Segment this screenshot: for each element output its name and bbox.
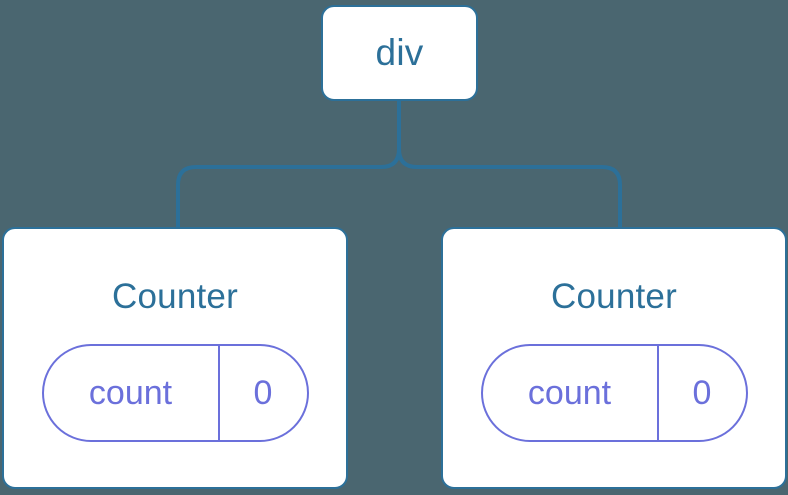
root-node-div[interactable]: div bbox=[321, 5, 478, 101]
root-node-label: div bbox=[375, 32, 424, 73]
state-pill[interactable]: count 0 bbox=[480, 344, 748, 442]
state-value: 0 bbox=[253, 373, 273, 412]
state-pill[interactable]: count 0 bbox=[41, 344, 309, 442]
component-node-label: Counter bbox=[112, 277, 238, 316]
component-node-counter-2[interactable]: Counter count 0 bbox=[441, 227, 787, 489]
connector-branch-right bbox=[397, 101, 622, 229]
state-key: count bbox=[483, 346, 659, 440]
component-node-label: Counter bbox=[551, 277, 677, 316]
connector-branch-left bbox=[176, 101, 401, 229]
state-value: 0 bbox=[692, 373, 712, 412]
state-key: count bbox=[44, 346, 220, 440]
component-node-counter-1[interactable]: Counter count 0 bbox=[2, 227, 348, 489]
